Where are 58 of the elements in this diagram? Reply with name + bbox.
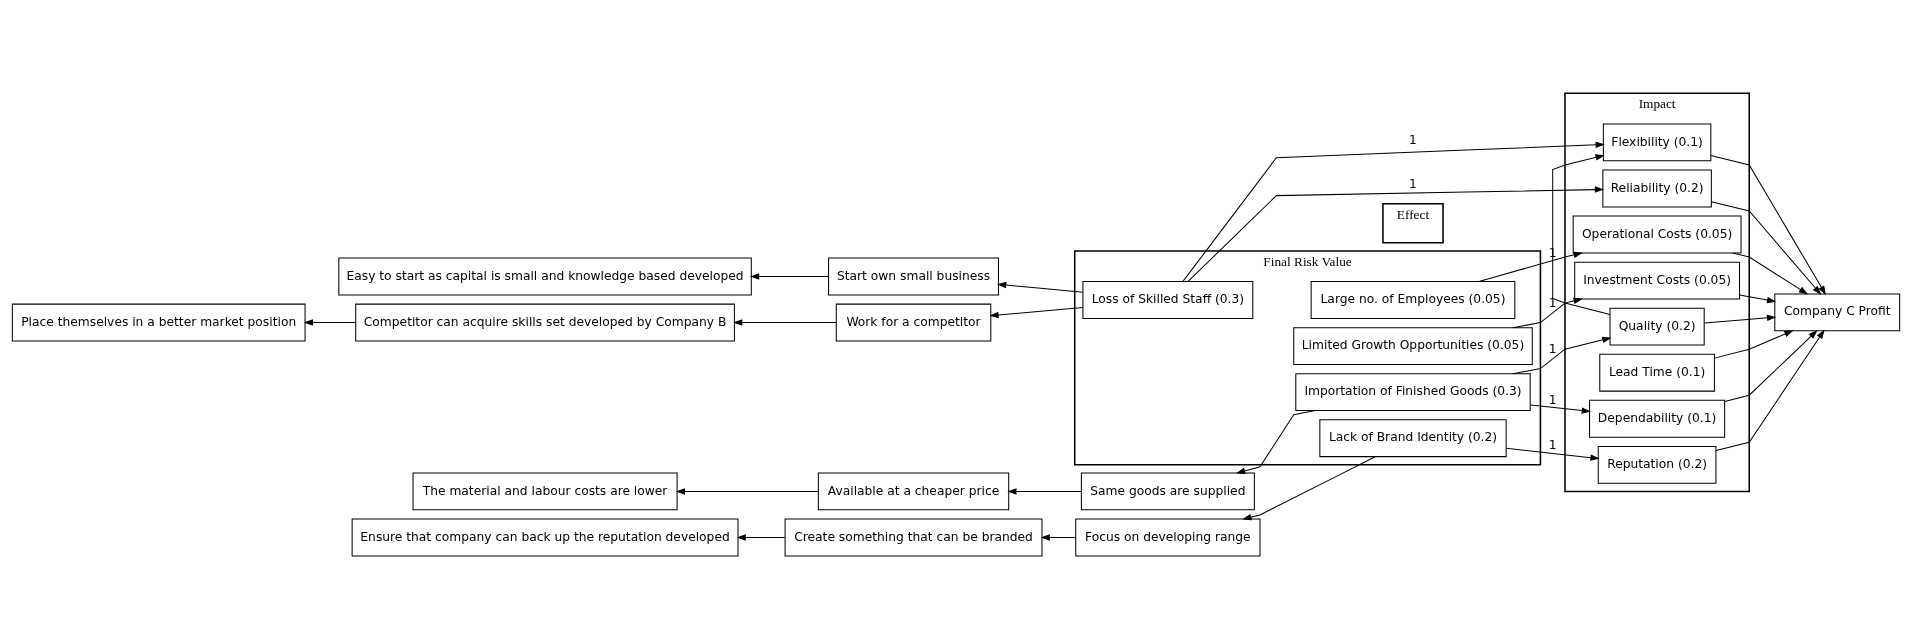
node-box: Limited Growth Opportunities (0.05) <box>1293 326 1533 365</box>
arrow <box>1040 533 1076 541</box>
node-box: Effect <box>1382 202 1444 243</box>
arrow <box>1182 141 1605 282</box>
node-box: Importation of Finished Goods (0.3) <box>1295 372 1531 411</box>
node-box: Investment Costs (0.05) <box>1574 261 1740 299</box>
node-box: Quality (0.2) <box>1609 307 1705 346</box>
edge-label: 1 <box>1409 132 1417 147</box>
arrow <box>1529 403 1591 414</box>
arrow <box>1739 294 1777 303</box>
node-box: Reputation (0.2) <box>1597 445 1717 484</box>
arrow <box>303 318 357 326</box>
node-box: Place themselves in a better market position <box>11 303 306 341</box>
arrow <box>1732 252 1809 294</box>
arrow <box>1714 329 1794 359</box>
arrow <box>1512 297 1583 328</box>
arrow <box>1235 409 1316 474</box>
node-box: Operational Costs (0.05) <box>1572 215 1742 253</box>
arrow <box>736 533 786 541</box>
node-box: Ensure that company can back up the reputation developed <box>351 518 739 556</box>
arrow <box>1505 447 1600 461</box>
node-box: Lack of Brand Identity (0.2) <box>1319 418 1507 457</box>
edge-label: 1 <box>1548 295 1557 310</box>
node-box: Company C Profit <box>1774 292 1901 331</box>
arrow <box>1715 329 1825 451</box>
node-box: Reliability (0.2) <box>1602 169 1712 207</box>
arrow <box>1710 154 1826 295</box>
arrow <box>1724 329 1818 402</box>
edge-label: 1 <box>1548 437 1557 452</box>
node-box: Available at a cheaper price <box>817 472 1010 510</box>
node-box: Work for a competitor <box>835 303 992 341</box>
node-box: Competitor can acquire skills set developed by Company B <box>355 303 735 341</box>
arrow <box>1187 185 1605 282</box>
edge-label: 1 <box>1409 176 1417 191</box>
arrow <box>675 487 819 495</box>
node-box: Same goods are supplied <box>1080 472 1255 510</box>
arrow <box>1703 314 1777 323</box>
node-box: Large no. of Employees (0.05) <box>1310 280 1516 319</box>
node-box: Dependability (0.1) <box>1589 399 1726 438</box>
node-box: Flexibility (0.1) <box>1602 122 1712 161</box>
edge-label: 1 <box>1548 392 1557 407</box>
arrow <box>1242 455 1376 520</box>
node-box: Loss of Skilled Staff (0.3) <box>1082 280 1254 319</box>
arrow <box>989 306 1084 318</box>
arrow <box>1007 487 1082 495</box>
node-box: Lead Time (0.1) <box>1599 353 1715 392</box>
arrow <box>733 318 837 326</box>
arrow <box>1512 336 1612 374</box>
node-box: The material and labour costs are lower <box>412 472 678 510</box>
arrow <box>1710 200 1822 295</box>
node-box: Create something that can be branded <box>784 518 1043 556</box>
node-box: Start own small business <box>828 257 999 295</box>
arrow <box>749 272 829 280</box>
node-box: Easy to start as capital is small and knowledge based developed <box>338 257 752 295</box>
arrow <box>997 281 1084 293</box>
edge-label: 1 <box>1548 341 1557 356</box>
node-box: Focus on developing range <box>1075 518 1261 556</box>
arrow <box>1552 153 1611 315</box>
